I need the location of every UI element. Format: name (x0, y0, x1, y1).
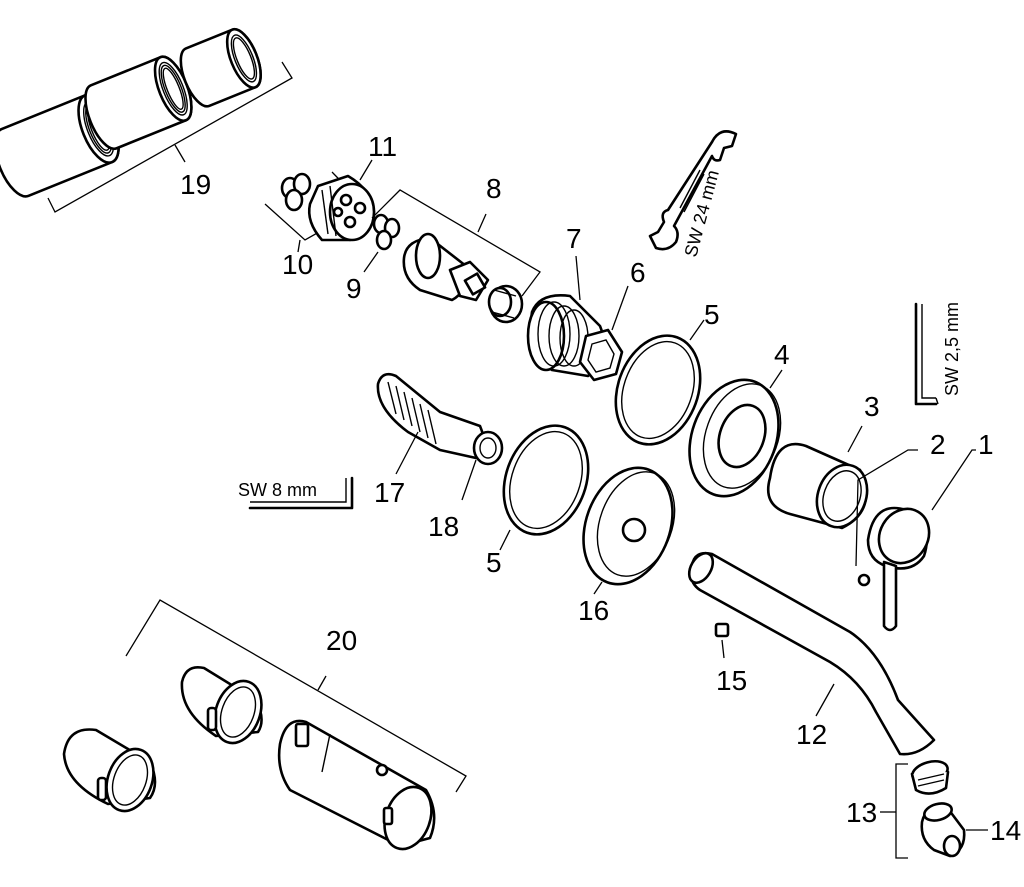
part-2-grub-screw (855, 449, 918, 587)
label-19: 19 (180, 169, 211, 200)
label-10: 10 (282, 249, 313, 280)
hex-key-25-size-label: SW 2,5 mm (942, 302, 962, 396)
label-20: 20 (326, 625, 357, 656)
label-7: 7 (566, 223, 582, 254)
part-16-cover-plate (582, 466, 676, 595)
label-4: 4 (774, 339, 790, 370)
label-8: 8 (486, 173, 502, 204)
part-14-flow-regulator (920, 802, 988, 858)
label-17: 17 (374, 477, 405, 508)
label-16: 16 (578, 595, 609, 626)
label-9: 9 (346, 273, 362, 304)
part-13-aerator (880, 759, 950, 859)
label-18: 18 (428, 511, 459, 542)
label-5-upper: 5 (704, 299, 720, 330)
label-2: 2 (930, 429, 946, 460)
leader-6 (611, 285, 629, 331)
label-14: 14 (990, 815, 1021, 846)
part-3-sleeve (766, 425, 869, 530)
label-13: 13 (846, 797, 877, 828)
hex-key-8-size-label: SW 8 mm (238, 480, 317, 500)
part-11-disc-insert (307, 159, 376, 242)
tool-hex-key-sw8 (248, 476, 354, 510)
label-11: 11 (368, 131, 397, 162)
part-8-cartridge (371, 189, 541, 324)
label-1: 1 (978, 429, 994, 460)
part-12-spout (687, 551, 936, 756)
label-15: 15 (716, 665, 747, 696)
label-6: 6 (630, 257, 646, 288)
part-5-seal-upper (614, 319, 705, 446)
part-10-seals (264, 171, 367, 253)
label-3: 3 (864, 391, 880, 422)
label-12: 12 (796, 719, 827, 750)
part-5-seal-lower (499, 424, 590, 551)
part-17-extension-spindle (376, 372, 486, 475)
part-15-screw (714, 622, 730, 659)
label-5-lower: 5 (486, 547, 502, 578)
part-19-extension-sleeves (0, 27, 293, 213)
part-7-valve-body (526, 255, 624, 382)
part-1-handle (866, 449, 976, 632)
tool-hex-key-sw25 (914, 302, 939, 406)
part-18-spindle-end (461, 430, 504, 501)
part-20-tools (62, 599, 467, 851)
part-4-flange (688, 369, 783, 498)
part-9-o-rings (363, 213, 401, 273)
tool-wrench-sw24 (648, 130, 738, 251)
